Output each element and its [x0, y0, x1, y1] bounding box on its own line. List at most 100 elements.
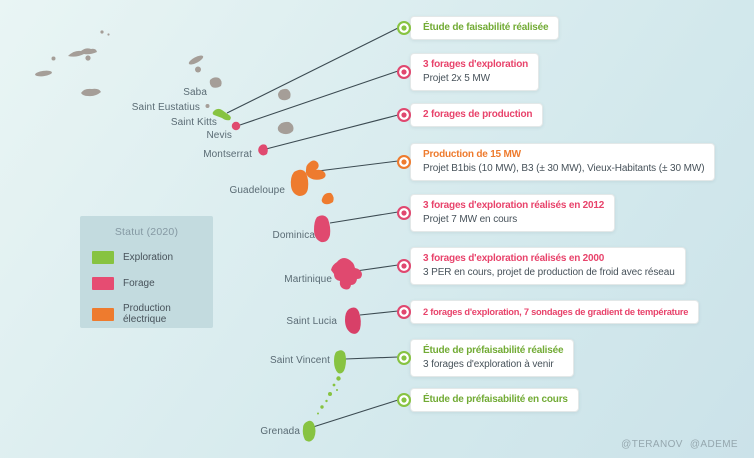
- island-label-saba: Saba: [183, 87, 207, 98]
- callout-guadeloupe: Production de 15 MW Projet B1bis (10 MW)…: [397, 143, 716, 181]
- island-small-cay: [85, 55, 91, 61]
- island-label-saint-lucia: Saint Lucia: [286, 316, 337, 327]
- forage-dot-icon: [397, 305, 411, 319]
- exploration-islands: [212, 108, 346, 442]
- island-saba: [209, 77, 222, 88]
- exploration-dot-icon: [397, 351, 411, 365]
- legend-label: Forage: [123, 278, 155, 289]
- callout-title: Étude de faisabilité réalisée: [423, 22, 549, 33]
- island-grenadines: [336, 389, 338, 391]
- callout-title: 2 forages de production: [423, 109, 533, 120]
- island-label-dominica: Dominica: [272, 230, 315, 241]
- line-saint-vincent: [344, 356, 399, 360]
- callout-title: 3 forages d'exploration: [423, 59, 529, 70]
- island-grenadines: [317, 412, 319, 415]
- production-swatch-icon: [92, 307, 114, 321]
- island-small-cay: [107, 33, 110, 36]
- island-label-nevis: Nevis: [206, 130, 232, 141]
- line-guadeloupe: [317, 160, 399, 172]
- callout-saint-vincent: Étude de préfaisabilité réalisée 3 forag…: [397, 339, 575, 377]
- legend-title: Statut (2020): [114, 226, 179, 238]
- island-nevis: [231, 121, 241, 131]
- callout-title: 2 forages d'exploration, 7 sondages de g…: [423, 307, 689, 317]
- island-grenadines: [320, 405, 324, 409]
- legend: Statut (2020) Exploration Forage Product…: [80, 216, 213, 328]
- forage-dot-icon: [397, 108, 411, 122]
- island-small-cay: [100, 30, 104, 34]
- callout-subtitle: 3 PER en cours, projet de production de …: [423, 267, 675, 278]
- island-saint-eustatius: [205, 104, 210, 108]
- island-label-grenada: Grenada: [260, 426, 300, 437]
- callout-subtitle: Projet B1bis (10 MW), B3 (± 30 MW), Vieu…: [423, 163, 705, 174]
- forage-dot-icon: [397, 206, 411, 220]
- callout-title: 3 forages d'exploration réalisés en 2012: [423, 200, 605, 211]
- line-saint-kitts: [226, 27, 399, 114]
- island-antigua: [277, 121, 294, 135]
- callout-subtitle: 3 forages d'exploration à venir: [423, 359, 554, 370]
- line-saint-lucia: [359, 310, 399, 316]
- island-marie-galante: [321, 192, 334, 205]
- callout-title: Étude de préfaisabilité réalisée: [423, 345, 564, 356]
- exploration-dot-icon: [397, 393, 411, 407]
- forage-swatch-icon: [92, 277, 114, 290]
- legend-label: Exploration: [123, 252, 174, 263]
- exploration-swatch-icon: [92, 251, 114, 264]
- line-nevis: [239, 70, 399, 126]
- attribution-ademe: @ADEME: [689, 439, 738, 450]
- callout-title: Production de 15 MW: [423, 149, 521, 160]
- legend-item-exploration: Exploration: [92, 251, 213, 264]
- island-saint-lucia: [345, 307, 361, 334]
- island-chain: [68, 48, 97, 57]
- island-grenadines: [325, 399, 328, 403]
- island-saint-barth: [195, 66, 201, 73]
- exploration-dot-icon: [397, 21, 411, 35]
- island-saint-kitts: [212, 108, 231, 121]
- island-label-montserrat: Montserrat: [203, 149, 252, 160]
- production-islands: [290, 160, 334, 205]
- callout-saint-lucia: 2 forages d'exploration, 7 sondages de g…: [397, 300, 700, 324]
- island-grande-terre: [305, 160, 326, 180]
- callout-grenada: Étude de préfaisabilité en cours: [397, 388, 579, 412]
- callout-title: 3 forages d'exploration réalisés en 2000: [423, 253, 605, 264]
- island-basse-terre: [290, 169, 309, 196]
- line-grenada: [312, 399, 399, 428]
- gray-islands: [35, 30, 294, 135]
- island-label-saint-eustatius: Saint Eustatius: [131, 102, 200, 113]
- attribution-teranov: @TERANOV: [621, 439, 683, 450]
- island-grenadines: [328, 392, 332, 396]
- callout-saint-kitts: Étude de faisabilité réalisée: [397, 16, 560, 40]
- legend-item-forage: Forage: [92, 277, 213, 290]
- island-grenadines: [336, 376, 341, 381]
- production-dot-icon: [397, 155, 411, 169]
- line-dominica: [329, 211, 399, 224]
- island-blob: [81, 88, 101, 97]
- island-label-saint-vincent: Saint Vincent: [269, 355, 330, 366]
- island-label-martinique: Martinique: [284, 274, 332, 285]
- attribution: @TERANOV @ADEME: [621, 439, 738, 450]
- forage-islands: [231, 121, 362, 334]
- forage-dot-icon: [397, 259, 411, 273]
- forage-dot-icon: [397, 65, 411, 79]
- island-montserrat: [258, 144, 268, 156]
- callout-dominica: 3 forages d'exploration réalisés en 2012…: [397, 194, 616, 232]
- callout-title: Étude de préfaisabilité en cours: [423, 394, 568, 405]
- island-barbuda: [278, 88, 291, 101]
- island-saint-vincent: [334, 350, 346, 374]
- legend-label: Production électrique: [123, 303, 171, 325]
- island-grenadines: [332, 383, 336, 387]
- line-martinique: [355, 264, 399, 272]
- island-label-guadeloupe: Guadeloupe: [229, 185, 285, 196]
- legend-item-production: Production électrique: [92, 303, 213, 325]
- callout-subtitle: Projet 7 MW en cours: [423, 214, 518, 225]
- callout-subtitle: Projet 2x 5 MW: [423, 73, 490, 84]
- island-dominica: [314, 215, 331, 243]
- callout-montserrat: 2 forages de production: [397, 103, 544, 127]
- callout-nevis: 3 forages d'exploration Projet 2x 5 MW: [397, 53, 540, 91]
- island-label-saint-kitts: Saint Kitts: [170, 117, 217, 128]
- line-montserrat: [265, 114, 399, 150]
- island-grenada: [302, 420, 316, 442]
- island-elongated: [35, 70, 52, 77]
- callout-martinique: 3 forages d'exploration réalisés en 2000…: [397, 247, 686, 285]
